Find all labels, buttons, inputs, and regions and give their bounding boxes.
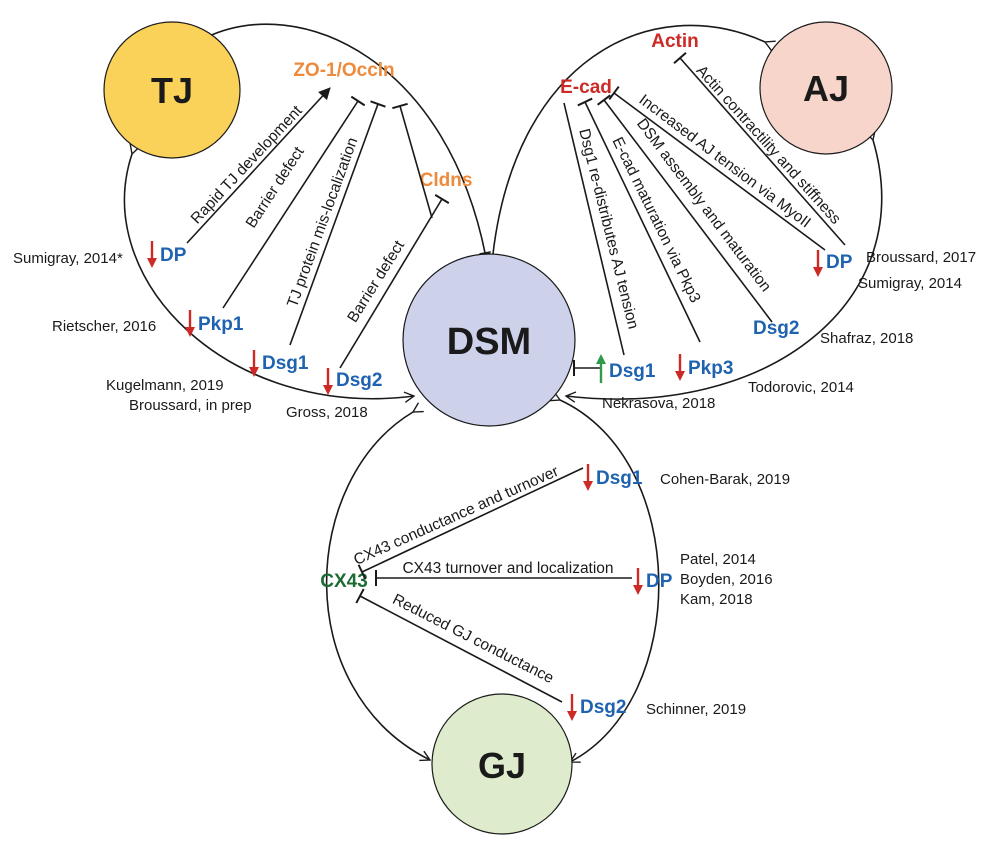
- arc-aj-to-dsm: [491, 24, 776, 264]
- edge-line-dsm-assembly: [597, 94, 773, 323]
- arc-tj-to-dsm: [194, 23, 491, 264]
- edge-line-reduced-gj: [355, 588, 563, 703]
- cx43-label: CX43: [320, 571, 368, 592]
- protein-label: Dsg1: [262, 353, 309, 374]
- aj-label: AJ: [803, 68, 849, 109]
- arc-dsm-gj-left: [325, 402, 432, 762]
- ref-kam: Kam, 2018: [680, 591, 753, 608]
- protein-label: Pkp1: [198, 314, 244, 335]
- ref-gross: Gross, 2018: [286, 404, 368, 421]
- up-arrowhead-icon: [596, 354, 606, 364]
- protein-label: DP: [826, 252, 853, 273]
- edge-line-barrier-pkp1: [222, 95, 366, 309]
- ref-cohen-barak: Cohen-Barak, 2019: [660, 471, 790, 488]
- protein-label: DP: [160, 245, 187, 266]
- edge-line-actin-contract: [673, 51, 846, 246]
- ref-nekrasova: Nekrasova, 2018: [602, 395, 715, 412]
- protein-tj-dsg2: Dsg2: [323, 368, 382, 395]
- ref-broussard-2017: Broussard, 2017: [866, 249, 976, 266]
- ref-boyden: Boyden, 2016: [680, 571, 773, 588]
- aj-circle: [759, 21, 893, 155]
- ref-todorovic: Todorovic, 2014: [748, 379, 854, 396]
- ref-schinner: Schinner, 2019: [646, 701, 746, 718]
- ref-patel: Patel, 2014: [680, 551, 756, 568]
- down-arrowhead-icon: [567, 711, 577, 721]
- node-tj: TJ: [103, 21, 241, 159]
- dsm-circle: [402, 253, 576, 427]
- edge-line-aj-tension: [608, 85, 826, 251]
- ref-kugelmann: Kugelmann, 2019: [106, 377, 224, 394]
- gj-circle: [431, 693, 573, 835]
- protein-aj-dsg1: Dsg1: [596, 354, 656, 383]
- down-arrowhead-icon: [323, 385, 333, 395]
- edge-line-rapid-tj: [186, 87, 331, 244]
- edge-label-cx43-turn: CX43 turnover and localization: [402, 560, 613, 577]
- edge-label-reduced-gj: Reduced GJ conductance: [390, 591, 557, 687]
- arc-dsm-gj-right: [549, 390, 660, 763]
- down-arrowhead-icon: [583, 481, 593, 491]
- ref-shafraz: Shafraz, 2018: [820, 330, 913, 347]
- ref-sumigray-star: Sumigray, 2014*: [13, 250, 123, 267]
- down-arrowhead-icon: [675, 371, 685, 381]
- node-gj: GJ: [431, 693, 573, 835]
- protein-label: Dsg2: [336, 370, 382, 391]
- protein-tj-dp: DP: [147, 241, 187, 268]
- protein-label: DP: [646, 571, 673, 592]
- down-arrowhead-icon: [249, 367, 259, 377]
- protein-gj-dsg2: Dsg2: [567, 694, 626, 721]
- zo1-occln-label: ZO-1/Occln: [293, 60, 394, 81]
- actin-label: Actin: [651, 31, 699, 52]
- down-arrowhead-icon: [147, 258, 157, 268]
- protein-tj-pkp1: Pkp1: [185, 310, 244, 337]
- protein-label: Pkp3: [688, 358, 733, 379]
- edge-line-cldns-zo1: [392, 102, 433, 219]
- ref-broussard-prep: Broussard, in prep: [129, 397, 252, 414]
- protein-label: Dsg2: [753, 318, 799, 339]
- protein-aj-dsg2: Dsg2: [753, 318, 799, 339]
- edge-line-tj-mislocal: [289, 100, 386, 346]
- edge-label-cx43-cond: CX43 conductance and turnover: [351, 463, 561, 569]
- node-aj: AJ: [759, 21, 893, 155]
- protein-gj-dsg1: Dsg1: [583, 464, 643, 491]
- node-dsm: DSM: [402, 253, 576, 427]
- gj-label: GJ: [478, 745, 526, 786]
- ref-sumigray-2014: Sumigray, 2014: [858, 275, 962, 292]
- protein-label: Dsg1: [596, 468, 643, 489]
- tj-label: TJ: [151, 70, 193, 111]
- cldns-label: Cldns: [420, 170, 473, 191]
- down-arrowhead-icon: [633, 585, 643, 595]
- tj-circle: [103, 21, 241, 159]
- protein-aj-dp: DP: [813, 250, 853, 277]
- arc-aj-dsm-lower: [564, 129, 883, 403]
- ecad-label: E-cad: [560, 77, 612, 98]
- ref-rietscher: Rietscher, 2016: [52, 318, 156, 335]
- edge-line-ecad-maturation: [577, 97, 701, 343]
- protein-gj-dp: DP: [633, 568, 673, 595]
- edge-line-dsg1-redistrib: [563, 102, 625, 356]
- protein-tj-dsg1: Dsg1: [249, 350, 309, 377]
- edge-line-cx43-cond: [357, 467, 584, 580]
- down-arrowhead-icon: [813, 267, 823, 277]
- edge-label-barrier-dsg2: Barrier defect: [344, 237, 408, 325]
- protein-aj-pkp3: Pkp3: [675, 354, 733, 381]
- protein-label: Dsg2: [580, 697, 626, 718]
- dsm-label: DSM: [447, 321, 531, 363]
- protein-label: Dsg1: [609, 361, 656, 382]
- edge-line-barrier-dsg2: [339, 194, 450, 369]
- down-arrowhead-icon: [185, 327, 195, 337]
